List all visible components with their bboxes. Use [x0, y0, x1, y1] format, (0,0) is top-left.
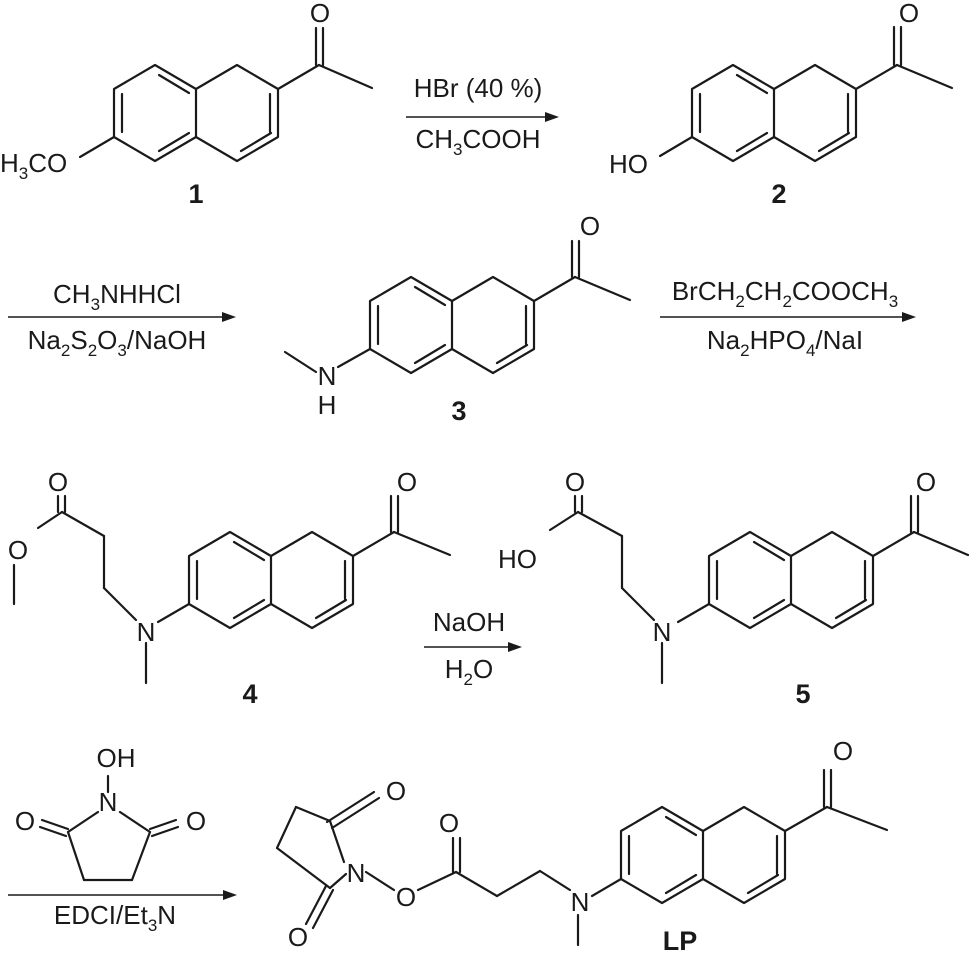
reaction-1-reagent-bottom: CH3COOH — [415, 124, 540, 159]
compound-lp-number: LP — [663, 926, 698, 955]
compound-3-carbonyl-oxygen: O — [580, 211, 600, 241]
reaction-arrow-4 — [424, 642, 522, 652]
compound-1-number: 1 — [188, 179, 203, 209]
compound-5-amine-n: N — [653, 617, 672, 647]
compound-4-structure — [12, 494, 452, 685]
reaction-4-reagent-bottom: H2O — [445, 654, 493, 689]
reaction-2-reagent-bottom: Na2S2O3/NaOH — [28, 325, 207, 360]
compound-3-number: 3 — [451, 396, 466, 426]
compound-2-number: 2 — [771, 179, 786, 209]
lp-amine-nitrogen: N — [571, 887, 590, 917]
reaction-arrow-3 — [660, 312, 916, 322]
compound-5-number: 5 — [795, 679, 810, 709]
compound-4-amine-n: N — [137, 617, 156, 647]
lp-ester-carbonyl-oxygen: O — [439, 808, 459, 838]
compound-2-carbonyl-oxygen: O — [899, 0, 919, 28]
reaction-3-reagent-top: BrCH2CH2COOCH3 — [672, 276, 898, 311]
compound-5-structure — [548, 494, 969, 685]
compound-1-methoxy-label: H3CO — [0, 148, 67, 183]
reaction-5-reagent-bottom: EDCI/Et3N — [54, 900, 176, 935]
compound-lp-structure — [275, 768, 889, 947]
compound-4-number: 4 — [242, 679, 257, 709]
lp-ketone-oxygen: O — [833, 736, 853, 766]
compound-1-structure — [78, 26, 374, 163]
reaction-1-reagent-top: HBr (40 %) — [414, 73, 543, 103]
lp-ester-oxygen: O — [396, 882, 416, 912]
compound-4-ester-oxygen: O — [8, 535, 28, 565]
nhs-hydroxyl-label: OH — [97, 743, 136, 773]
compound-2-structure — [658, 25, 954, 163]
reaction-arrow-2 — [8, 312, 236, 322]
compound-5-hydroxyl-label: HO — [498, 544, 537, 574]
lp-imide-nitrogen: N — [347, 858, 366, 888]
compound-3-amine-h: H — [318, 390, 337, 420]
reaction-3-reagent-bottom: Na2HPO4/NaI — [707, 325, 863, 360]
compound-4-ester-carbonyl-oxygen: O — [48, 467, 68, 497]
compound-5-ketone-oxygen: O — [916, 467, 936, 497]
nhs-reagent-structure — [38, 774, 180, 882]
lp-imide-oxygen-bottom: O — [288, 922, 308, 952]
reaction-4-reagent-top: NaOH — [433, 607, 505, 637]
compound-4-ketone-oxygen: O — [397, 467, 417, 497]
reaction-arrow-1 — [406, 112, 559, 122]
reaction-2-reagent-top: CH3NHHCl — [53, 279, 181, 314]
nhs-oxygen-right: O — [186, 806, 206, 836]
compound-2-hydroxyl-label: HO — [609, 149, 648, 179]
lp-imide-oxygen-top: O — [386, 776, 406, 806]
compound-1-carbonyl-oxygen: O — [310, 0, 330, 28]
compound-3-structure — [283, 239, 632, 375]
reaction-arrow-5 — [8, 890, 237, 900]
nhs-oxygen-left: O — [15, 806, 35, 836]
compound-3-amine-n: N — [318, 361, 337, 391]
nhs-nitrogen: N — [99, 787, 118, 817]
compound-5-acid-carbonyl-oxygen: O — [565, 467, 585, 497]
